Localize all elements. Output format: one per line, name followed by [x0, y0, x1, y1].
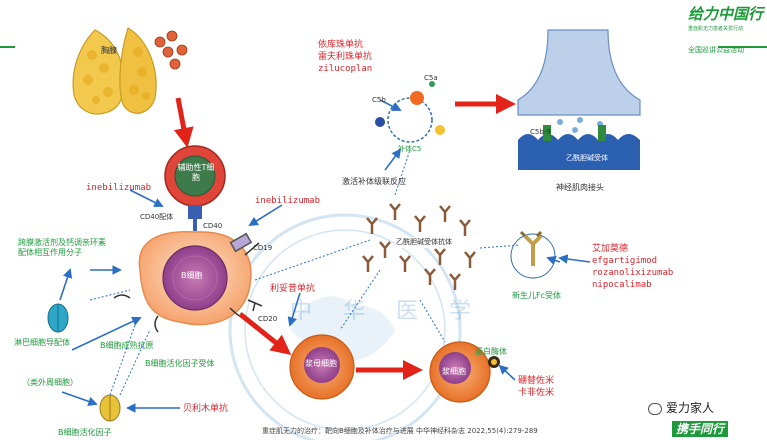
- dotted-arrows: [89, 149, 521, 396]
- cd20-label: CD20: [258, 315, 278, 323]
- drug-rozanolixizumab: rozanolixizumab: [592, 268, 674, 278]
- complement-product-label: 补体C5: [398, 145, 422, 153]
- neuromuscular-junction-drawing: [517, 29, 641, 170]
- baff-icon: [99, 394, 121, 422]
- logo-tagline: 全国巡讲公益活动: [688, 46, 744, 54]
- drug-belimumab: 贝利木单抗: [183, 404, 229, 414]
- drug-rituximab: 利妥昔单抗: [270, 284, 316, 294]
- baff-label: B细胞活化因子: [58, 428, 112, 437]
- wechat-icon: [648, 402, 662, 415]
- proteasome-label: 蛋白酶体: [475, 347, 507, 356]
- cd19-label: CD19: [253, 244, 273, 252]
- t-cell: [164, 145, 226, 231]
- plasmablast-label: 浆母细胞: [305, 359, 337, 368]
- mac-label: C5b-9: [530, 128, 551, 136]
- costim-targets-label: 跨膜激活剂及钙调亲环素配体相互作用分子: [18, 238, 106, 257]
- achr-antibodies-cluster: [362, 203, 476, 290]
- wechat-badge: 爱力家人: [642, 398, 721, 418]
- fcrn-label: 新生儿Fc受体: [512, 291, 561, 300]
- drug-efgartigimod: efgartigimod: [592, 256, 658, 266]
- drug-nipocalimab: nipocalimab: [592, 280, 652, 290]
- complement-label: 激活补体级联反应: [342, 177, 406, 186]
- baff-receptor-label: B细胞活化因子受体: [145, 359, 215, 368]
- nmj-label: 神经肌肉接头: [556, 183, 604, 192]
- drug-efgartigimod-zh: 艾加莫德: [592, 244, 629, 254]
- fcrn-receptor-drawing: [510, 230, 556, 279]
- wechat-badge-label: 爱力家人: [666, 401, 715, 415]
- blue-arrows: [59, 99, 591, 413]
- drug-ravulizumab: 雷夫利珠单抗: [318, 52, 373, 62]
- drug-eculizumab: 依库珠单抗: [318, 40, 364, 50]
- cd40l-label: CD40配体: [140, 213, 174, 221]
- thymus-cells: [154, 30, 188, 70]
- corner-logo: 携手同行: [672, 421, 729, 437]
- drug-inebilizumab: inebilizumab: [86, 183, 152, 193]
- source-caption: 重症肌无力的治疗：靶向B细胞及补体治疗与进展 中华神经科杂志 2022,55(4…: [262, 427, 538, 435]
- arrow-bcell-to-plasmablast: [238, 312, 292, 355]
- cd40-label: CD40: [203, 222, 223, 230]
- c5a-label: C5a: [424, 74, 438, 82]
- t-cell-label: 辅助性T细胞: [177, 163, 215, 182]
- plasmablast-cell: [289, 334, 355, 400]
- drug-carfilzomib: 卡非佐米: [518, 388, 555, 398]
- thymus-gland: [72, 27, 157, 115]
- logo-subtitle: 重症肌无力患者关爱行动: [688, 26, 744, 32]
- thymus-target-sub-label: （类外周细胞）: [22, 378, 78, 387]
- baff-receptor2-label: B细胞成熟抗原: [100, 341, 154, 350]
- achr-antibodies-label: 乙酰胆碱受体抗体: [396, 237, 452, 248]
- watermark-text: 中 华 医 学: [290, 299, 483, 324]
- plasma-cell: [429, 341, 500, 403]
- drug-inebilizumab-side: inebilizumab: [255, 196, 321, 206]
- achr-label: 乙酰胆碱受体: [566, 154, 608, 162]
- b-cell: [138, 231, 252, 326]
- thymus-label: 胸腺: [101, 46, 117, 55]
- logo-title: 给力中国行: [688, 5, 764, 23]
- blue-channel-icon: [47, 303, 69, 333]
- thymus-target-label: 淋巴细胞导配体: [14, 338, 70, 347]
- plasma-cell-label: 浆细胞: [442, 367, 466, 376]
- b-cell-receptors: [113, 232, 263, 333]
- b-cell-label: B细胞: [181, 271, 203, 280]
- c5b-label: C5b: [372, 96, 386, 104]
- complement-cascade-drawing: [375, 81, 445, 143]
- drug-bortezomib: 硼替佐米: [518, 376, 555, 386]
- arrow-thymus-to-tcell: [173, 97, 194, 148]
- drug-zilucoplan: zilucoplan: [318, 64, 373, 74]
